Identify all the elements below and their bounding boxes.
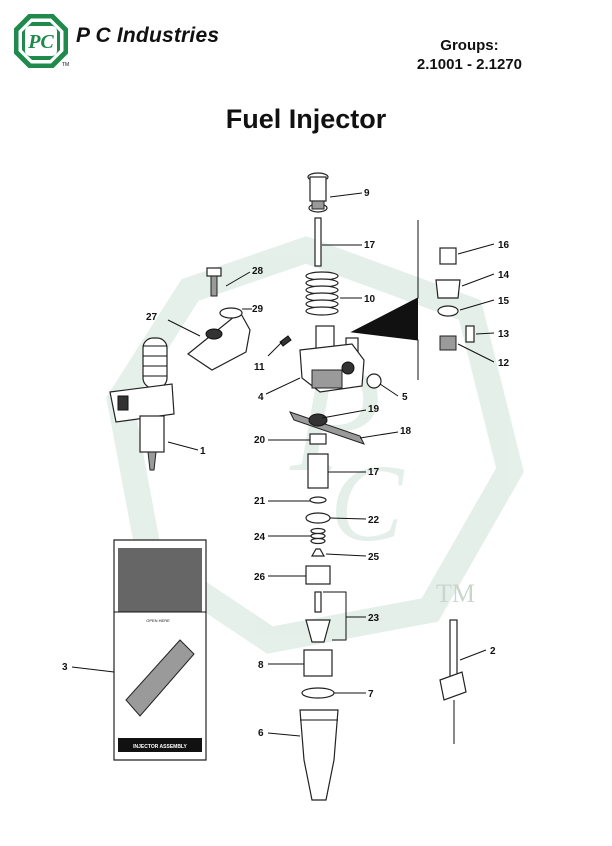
part-seal-ring-7 [301,687,335,699]
callout-24: 24 [254,532,266,543]
part-spacer-12 [439,335,457,351]
part-check-plate-22 [305,512,331,524]
svg-text:C: C [330,442,405,564]
logo-letters: PC [27,31,54,53]
callout-11: 11 [254,362,265,373]
part-spring-24 [310,527,326,545]
part-tool-2 [439,619,467,744]
callout-5: 5 [402,392,408,403]
company-logo: PC [14,14,68,68]
callout-28: 28 [252,266,264,277]
callout-4: 4 [258,392,264,403]
carton-label: INJECTOR ASSEMBLY [133,744,187,750]
page-header: PC TM P C Industries Groups: 2.1001 - 2.… [0,0,612,100]
carton-open-here: OPEN HERE [146,618,170,623]
part-nut-6 [299,709,339,801]
part-injector-assembly-1 [109,337,175,471]
part-carton-3 [113,539,207,761]
part-bushing-17 [307,453,329,489]
part-cap-16 [439,247,457,265]
part-spring-cage-26 [305,565,331,585]
watermark-tm: TM [436,579,475,608]
part-spring-10 [305,271,339,316]
part-gasket-15 [437,305,459,317]
callout-10: 10 [364,294,376,305]
part-plunger-17 [314,217,322,267]
callout-23: 23 [368,613,380,624]
callout-21: 21 [254,496,266,507]
part-filter-13 [465,325,475,343]
callout-2: 2 [490,646,496,657]
page-title: Fuel Injector [225,104,387,134]
groups-label: Groups: [440,37,499,54]
part-washer-29 [219,307,243,319]
callout-12: 12 [498,358,510,369]
part-fitting-14 [435,279,461,299]
part-follower-9 [307,172,329,213]
callout-22: 22 [368,515,380,526]
callout-27: 27 [146,312,158,323]
callout-19: 19 [368,404,380,415]
part-needle-valve-23 [305,591,331,643]
callout-3: 3 [62,662,68,673]
part-ring-20 [309,433,327,445]
callout-7: 7 [368,689,374,700]
logo-tm: TM [62,62,70,68]
inset-detail [350,220,475,380]
leader-lines [71,192,495,737]
callout-6: 6 [258,728,264,739]
callout-25: 25 [368,552,380,563]
callout-17-top: 17 [364,240,376,251]
callout-13: 13 [498,329,510,340]
part-cage-25 [310,548,326,557]
callout-20: 20 [254,435,266,446]
part-bolt-28 [206,267,222,297]
callout-18: 18 [400,426,412,437]
callout-17-mid: 17 [368,467,380,478]
part-injector-body-4 [299,325,365,393]
callout-16: 16 [498,240,510,251]
groups-block: Groups: 2.1001 - 2.1270 [417,36,522,74]
company-name: P C Industries [76,24,220,47]
part-sleeve-8 [303,649,333,677]
part-washer-21 [309,496,327,504]
callout-29: 29 [252,304,264,315]
part-pin-11 [279,335,292,347]
callout-15: 15 [498,296,510,307]
part-clamp-27 [186,311,251,371]
callout-9: 9 [364,188,370,199]
callout-1: 1 [200,446,206,457]
groups-range: 2.1001 - 2.1270 [416,56,522,73]
part-gear-19 [308,413,328,427]
part-ball-5 [366,373,382,389]
callouts: 9 17 28 10 29 27 11 4 5 1 19 18 20 17 21… [62,188,510,739]
callout-26: 26 [254,572,266,583]
callout-14: 14 [498,270,510,281]
callout-8: 8 [258,660,264,671]
